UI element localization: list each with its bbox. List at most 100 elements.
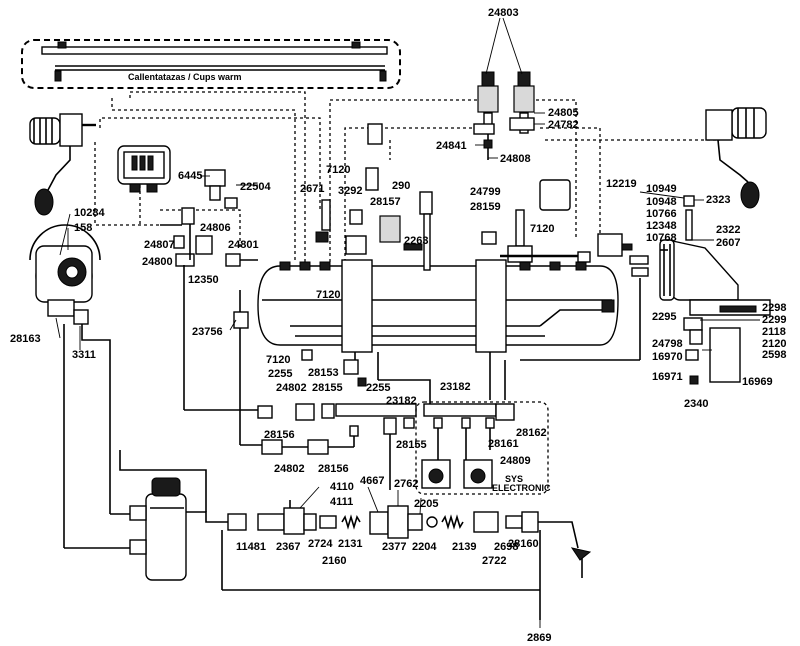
label-24802-a: 24802	[276, 382, 307, 394]
label-2118: 2118	[762, 326, 786, 338]
label-12348: 12348	[646, 220, 677, 232]
label-24800: 24800	[142, 256, 173, 268]
label-158: 158	[74, 222, 92, 234]
label-16970: 16970	[652, 351, 683, 363]
sys-electronic-label-1: SYS	[505, 474, 523, 484]
label-10768: 10768	[646, 232, 677, 244]
label-24801: 24801	[228, 239, 259, 251]
label-28157: 28157	[370, 196, 401, 208]
label-24841: 24841	[436, 140, 467, 152]
label-10948: 10948	[646, 196, 677, 208]
cup-warmer-assembly: Callentatazas / Cups warm	[21, 39, 401, 89]
manifold-23182-left	[257, 403, 417, 490]
label-12350: 12350	[188, 274, 219, 286]
label-2869: 2869	[527, 632, 551, 644]
pump-motor-10284	[29, 213, 101, 325]
part-number-labels: 24803 24805 24782 24841 24808 10284 158 …	[10, 7, 786, 644]
label-11481: 11481	[236, 541, 266, 553]
cup-warmer-label: Callentatazas / Cups warm	[128, 72, 242, 82]
label-10284: 10284	[74, 207, 105, 219]
label-3292: 3292	[338, 185, 362, 197]
label-7120-b: 7120	[530, 223, 554, 235]
sys-electronic-label-2: ELECTRONIC	[492, 483, 551, 493]
solenoid-valves-24803	[473, 17, 545, 160]
label-2762: 2762	[394, 478, 418, 490]
label-24803: 24803	[488, 7, 519, 19]
label-2139: 2139	[452, 541, 476, 553]
electronic-control-unit	[117, 145, 258, 209]
label-2377: 2377	[382, 541, 406, 553]
label-24802-b: 24802	[274, 463, 305, 475]
label-10766: 10766	[646, 208, 677, 220]
label-7120-a: 7120	[326, 164, 350, 176]
label-2204: 2204	[412, 541, 437, 553]
label-12219: 12219	[606, 178, 637, 190]
label-3311: 3311	[72, 349, 96, 361]
water-softener-tank	[64, 477, 187, 581]
label-2298: 2298	[762, 302, 786, 314]
label-16969: 16969	[742, 376, 773, 388]
label-24799: 24799	[470, 186, 501, 198]
label-4110: 4110	[330, 481, 354, 493]
label-16971: 16971	[652, 371, 683, 383]
label-2295: 2295	[652, 311, 676, 323]
label-24807: 24807	[144, 239, 175, 251]
right-group-head	[520, 195, 771, 385]
label-24808: 24808	[500, 153, 531, 165]
label-23182-b: 23182	[440, 381, 471, 393]
label-2205: 2205	[414, 498, 438, 510]
label-2724: 2724	[308, 538, 333, 550]
label-28160: 28160	[508, 538, 539, 550]
left-valve-cluster	[160, 207, 262, 446]
left-motor-assembly	[29, 113, 96, 216]
label-28163: 28163	[10, 333, 41, 345]
label-2671: 2671	[300, 183, 324, 195]
label-22504: 22504	[240, 181, 271, 193]
label-24782: 24782	[548, 119, 579, 131]
label-28161: 28161	[488, 438, 519, 450]
label-24809: 24809	[500, 455, 531, 467]
label-28155-a: 28155	[312, 382, 343, 394]
label-24805: 24805	[548, 107, 579, 119]
label-28153: 28153	[308, 367, 339, 379]
boiler-tank	[257, 259, 619, 353]
sys-electronic-box: SYS ELECTRONIC	[415, 401, 551, 495]
label-2340: 2340	[684, 398, 708, 410]
water-feed-line	[63, 324, 592, 620]
label-28156-a: 28156	[264, 429, 295, 441]
label-2299: 2299	[762, 314, 786, 326]
boiler-piping	[301, 349, 506, 410]
label-2255-b: 2255	[366, 382, 390, 394]
label-7120-c: 7120	[316, 289, 340, 301]
label-10949: 10949	[646, 183, 677, 195]
label-2131: 2131	[338, 538, 362, 550]
label-2323: 2323	[706, 194, 730, 206]
label-28162: 28162	[516, 427, 547, 439]
label-23756: 23756	[192, 326, 223, 338]
label-290: 290	[392, 180, 410, 192]
label-28159: 28159	[470, 201, 501, 213]
label-28155-b: 28155	[396, 439, 427, 451]
label-2598: 2598	[762, 349, 786, 361]
label-24798: 24798	[652, 338, 683, 350]
right-motor-assembly	[705, 107, 767, 209]
label-2607: 2607	[716, 237, 740, 249]
label-leader-lines	[55, 191, 760, 628]
boiler-top-components	[315, 123, 649, 277]
label-2698: 2698	[494, 541, 518, 553]
label-2722: 2722	[482, 555, 506, 567]
label-4667: 4667	[360, 475, 384, 487]
label-2263: 2263	[404, 235, 428, 247]
label-2255-a: 2255	[268, 368, 292, 380]
label-24806: 24806	[200, 222, 231, 234]
label-2120: 2120	[762, 338, 786, 350]
label-4111: 4111	[330, 496, 353, 508]
label-28156-b: 28156	[318, 463, 349, 475]
label-2322: 2322	[716, 224, 740, 236]
label-7120-d: 7120	[266, 354, 290, 366]
label-2160: 2160	[322, 555, 346, 567]
label-2367: 2367	[276, 541, 300, 553]
label-23182-a: 23182	[386, 395, 417, 407]
label-6445: 6445	[178, 170, 202, 182]
